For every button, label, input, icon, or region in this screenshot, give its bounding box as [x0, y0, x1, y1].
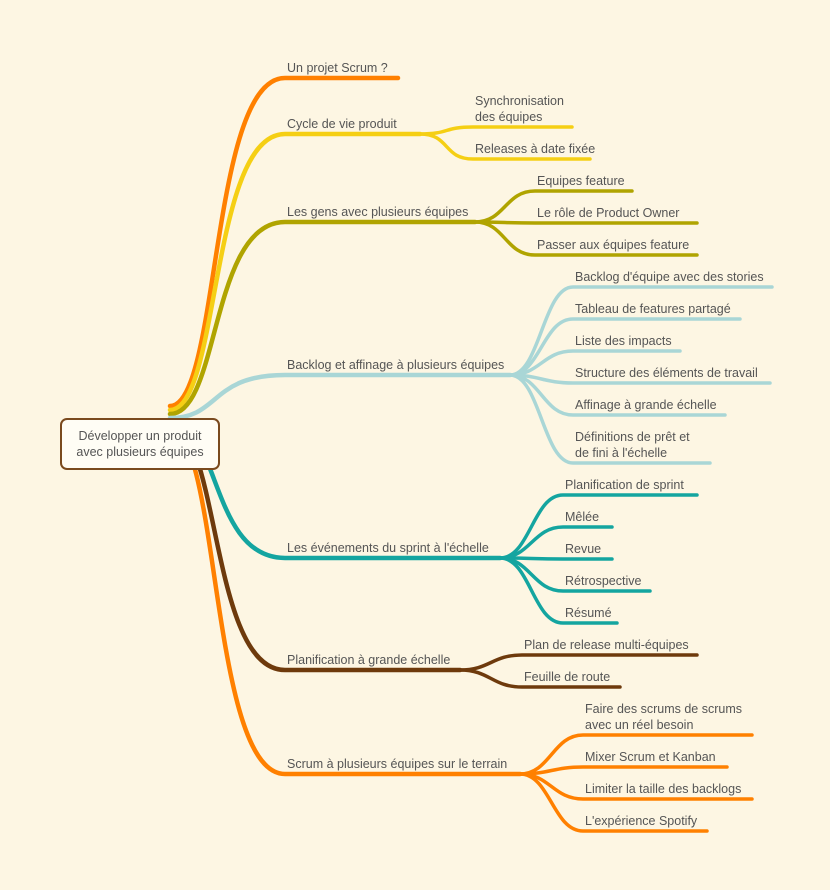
child-line	[498, 556, 614, 561]
child-line	[518, 765, 729, 776]
branch-line	[167, 372, 513, 421]
branch-line	[167, 75, 401, 409]
child-line	[473, 220, 699, 257]
branch-label[interactable]: Les événements du sprint à l'échelle	[287, 541, 489, 555]
child-line	[473, 220, 699, 225]
child-label[interactable]: Limiter la taille des backlogs	[585, 782, 741, 796]
child-label[interactable]: Feuille de route	[524, 670, 610, 684]
child-label[interactable]: Résumé	[565, 606, 612, 620]
central-topic[interactable]: Développer un produit avec plusieurs équ…	[60, 418, 220, 470]
branch-line	[167, 131, 423, 413]
child-label[interactable]: Passer aux équipes feature	[537, 238, 689, 252]
child-label[interactable]: Plan de release multi-équipes	[524, 638, 689, 652]
branch-line	[167, 219, 478, 417]
child-label[interactable]: Equipes feature	[537, 174, 625, 188]
child-label[interactable]: Backlog d'équipe avec des stories	[575, 270, 764, 284]
child-label[interactable]: Tableau de features partagé	[575, 302, 731, 316]
child-line	[508, 373, 712, 465]
child-label[interactable]: Revue	[565, 542, 601, 556]
child-label[interactable]: Planification de sprint	[565, 478, 684, 492]
child-label[interactable]: Mixer Scrum et Kanban	[585, 750, 716, 764]
child-line	[418, 125, 574, 136]
child-line	[458, 668, 622, 689]
child-label[interactable]: Rétrospective	[565, 574, 641, 588]
branch-label[interactable]: Planification à grande échelle	[287, 653, 450, 667]
branch-label[interactable]: Backlog et affinage à plusieurs équipes	[287, 358, 504, 372]
branch-label[interactable]: Un projet Scrum ?	[287, 61, 388, 75]
branch-label[interactable]: Scrum à plusieurs équipes sur le terrain	[287, 757, 507, 771]
child-line	[458, 653, 699, 672]
child-label[interactable]: Structure des éléments de travail	[575, 366, 758, 380]
branch-label[interactable]: Les gens avec plusieurs équipes	[287, 205, 468, 219]
child-label[interactable]: Affinage à grande échelle	[575, 398, 717, 412]
child-label[interactable]: Mêlée	[565, 510, 599, 524]
child-line	[518, 772, 709, 833]
child-line	[498, 556, 619, 625]
branch-label[interactable]: Cycle de vie produit	[287, 117, 397, 131]
branch-line	[167, 427, 523, 777]
child-label[interactable]: Releases à date fixée	[475, 142, 595, 156]
child-label[interactable]: Le rôle de Product Owner	[537, 206, 679, 220]
child-line	[508, 285, 774, 377]
child-label[interactable]: L'expérience Spotify	[585, 814, 698, 828]
child-line	[418, 132, 592, 161]
child-label[interactable]: Liste des impacts	[575, 334, 672, 348]
